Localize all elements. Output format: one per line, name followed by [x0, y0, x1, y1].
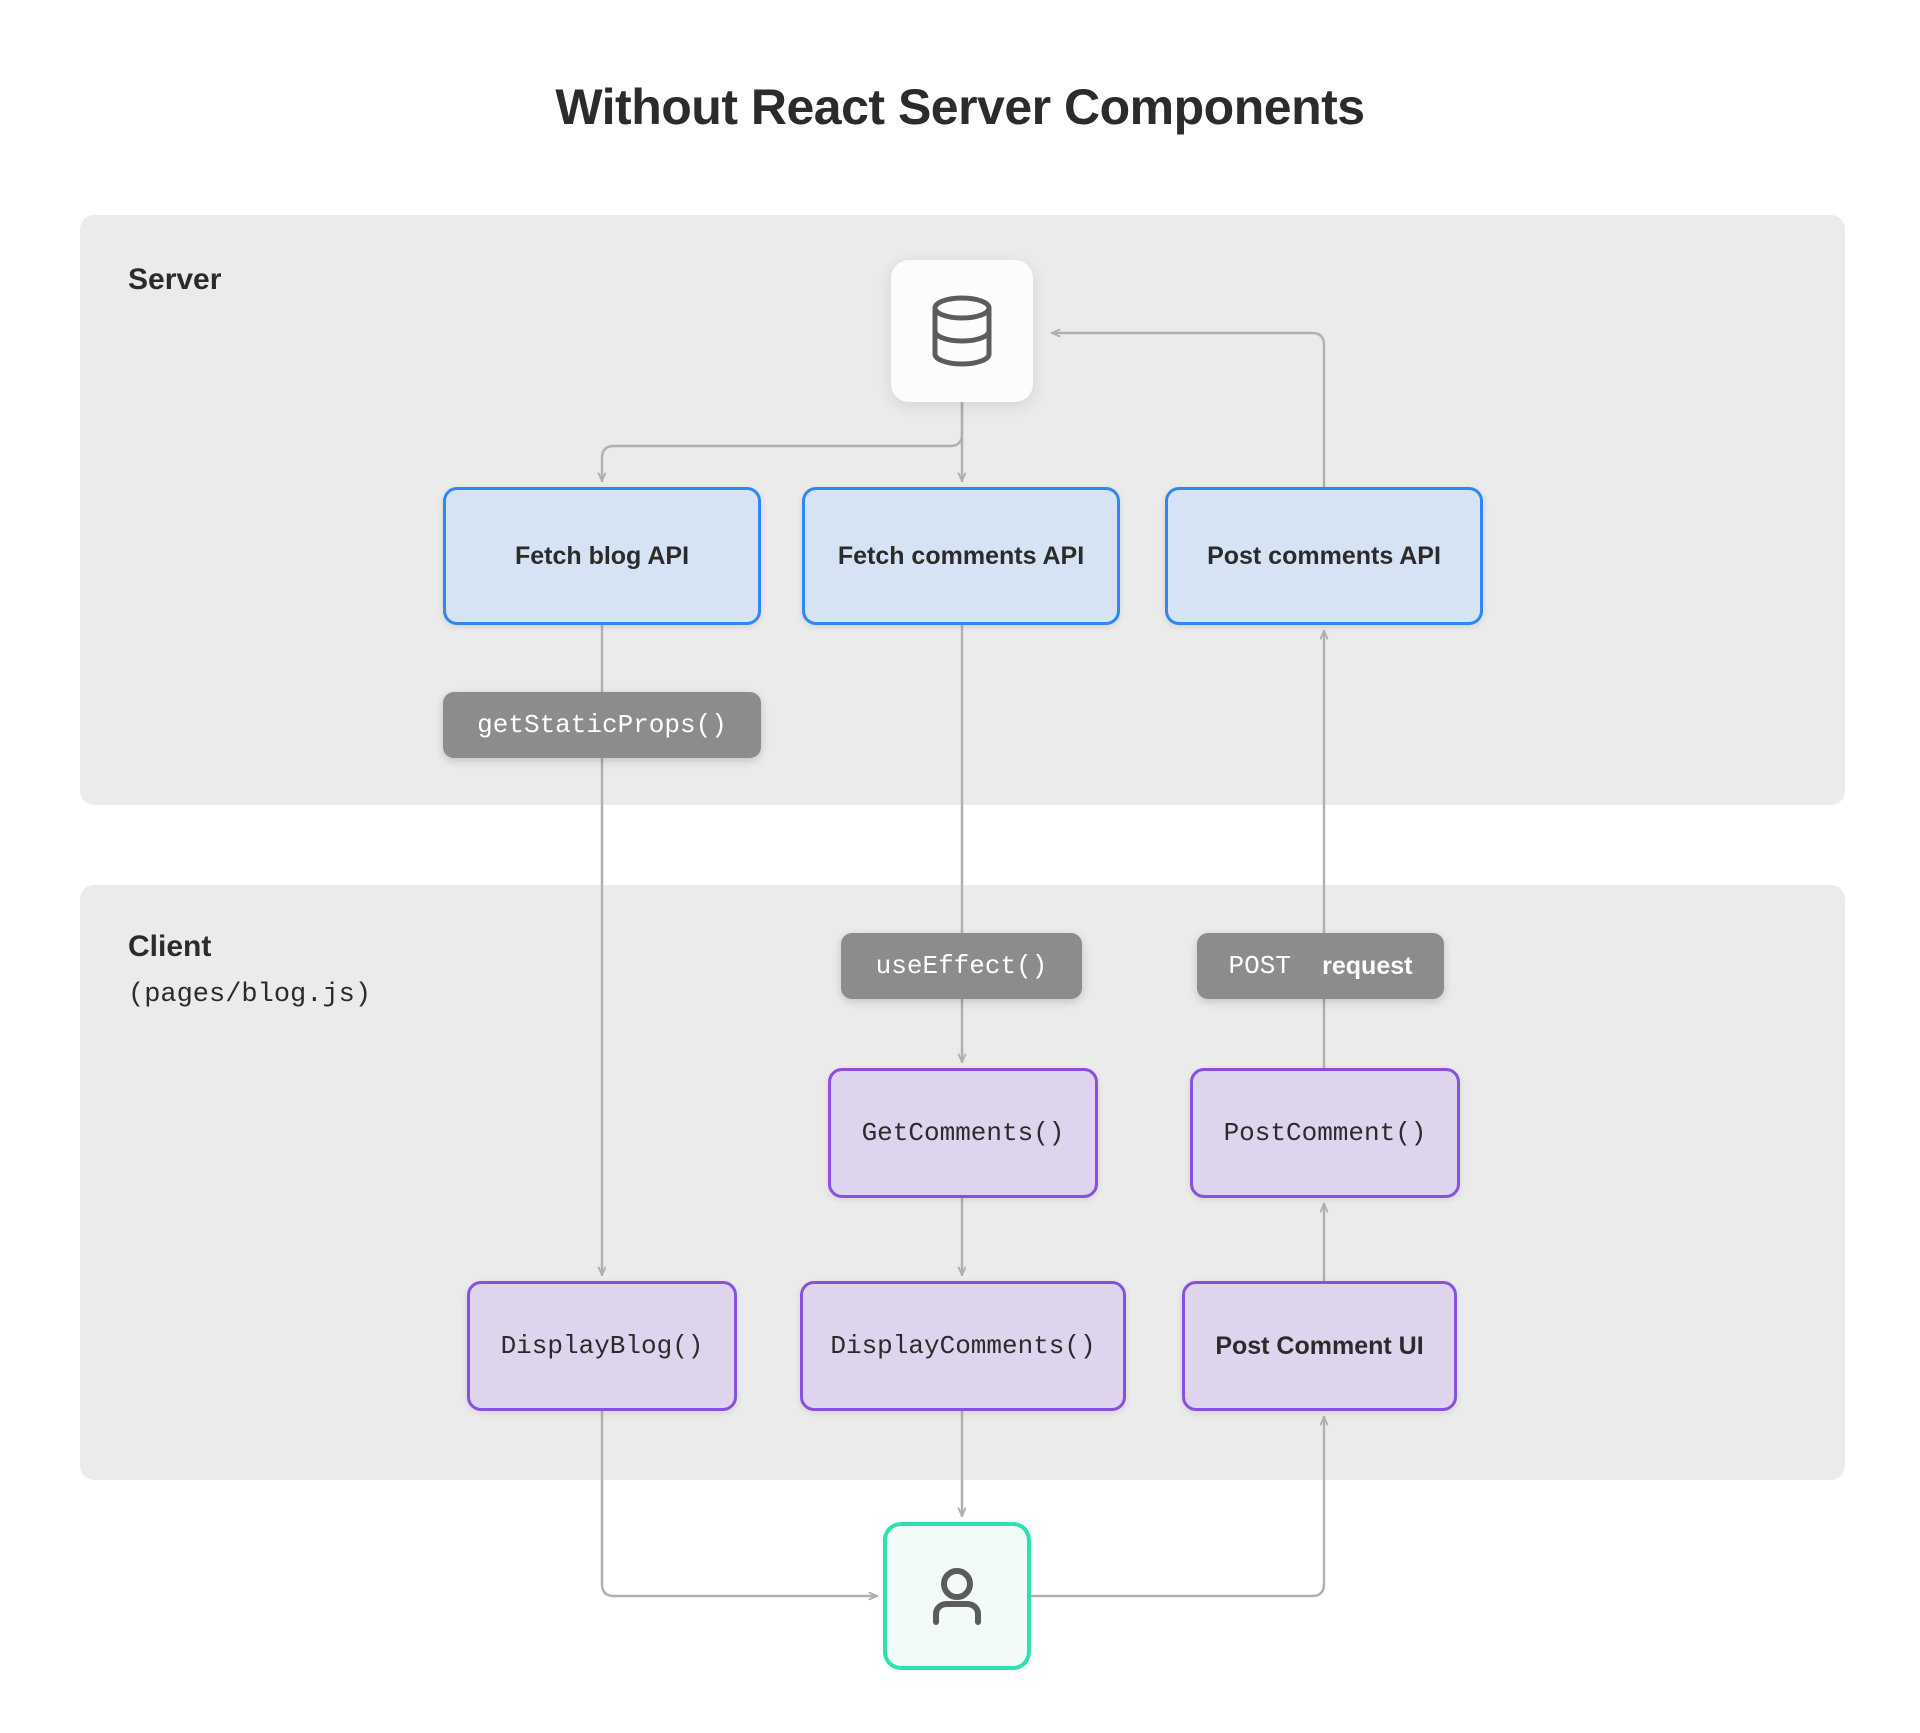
server-zone-label: Server: [128, 263, 222, 296]
node-label: Post Comment UI: [1215, 1331, 1424, 1360]
pill-post-request: POST request: [1197, 933, 1444, 999]
node-fetch-blog-api[interactable]: Fetch blog API: [443, 487, 761, 625]
database-node[interactable]: [891, 260, 1033, 402]
node-display-blog[interactable]: DisplayBlog(): [467, 1281, 737, 1411]
pill-label: getStaticProps(): [477, 710, 727, 740]
pill-label: useEffect(): [875, 951, 1048, 981]
user-icon: [933, 1568, 981, 1625]
node-fetch-comments-api[interactable]: Fetch comments API: [802, 487, 1120, 625]
node-display-comments[interactable]: DisplayComments(): [800, 1281, 1126, 1411]
node-post-comment-ui[interactable]: Post Comment UI: [1182, 1281, 1457, 1411]
node-label: GetComments(): [861, 1118, 1065, 1148]
pill-get-static-props: getStaticProps(): [443, 692, 761, 758]
node-label: DisplayComments(): [830, 1331, 1096, 1361]
node-label: Fetch comments API: [837, 541, 1085, 570]
client-zone-label: Client: [128, 930, 212, 963]
node-label: DisplayBlog(): [500, 1331, 704, 1361]
pill-use-effect: useEffect(): [841, 933, 1082, 999]
user-node[interactable]: [883, 1522, 1031, 1670]
client-zone-sublabel: (pages/blog.js): [128, 980, 372, 1010]
node-get-comments[interactable]: GetComments(): [828, 1068, 1098, 1198]
node-post-comments-api[interactable]: Post comments API: [1165, 487, 1483, 625]
pill-label-bold: request: [1322, 951, 1413, 980]
node-label: Fetch blog API: [514, 541, 690, 570]
node-post-comment[interactable]: PostComment(): [1190, 1068, 1460, 1198]
page-title: Without React Server Components: [555, 79, 1365, 135]
node-label: PostComment(): [1223, 1118, 1427, 1148]
node-label: Post comments API: [1207, 541, 1441, 570]
pill-label-mono: POST: [1228, 951, 1291, 981]
database-icon: [932, 295, 992, 367]
